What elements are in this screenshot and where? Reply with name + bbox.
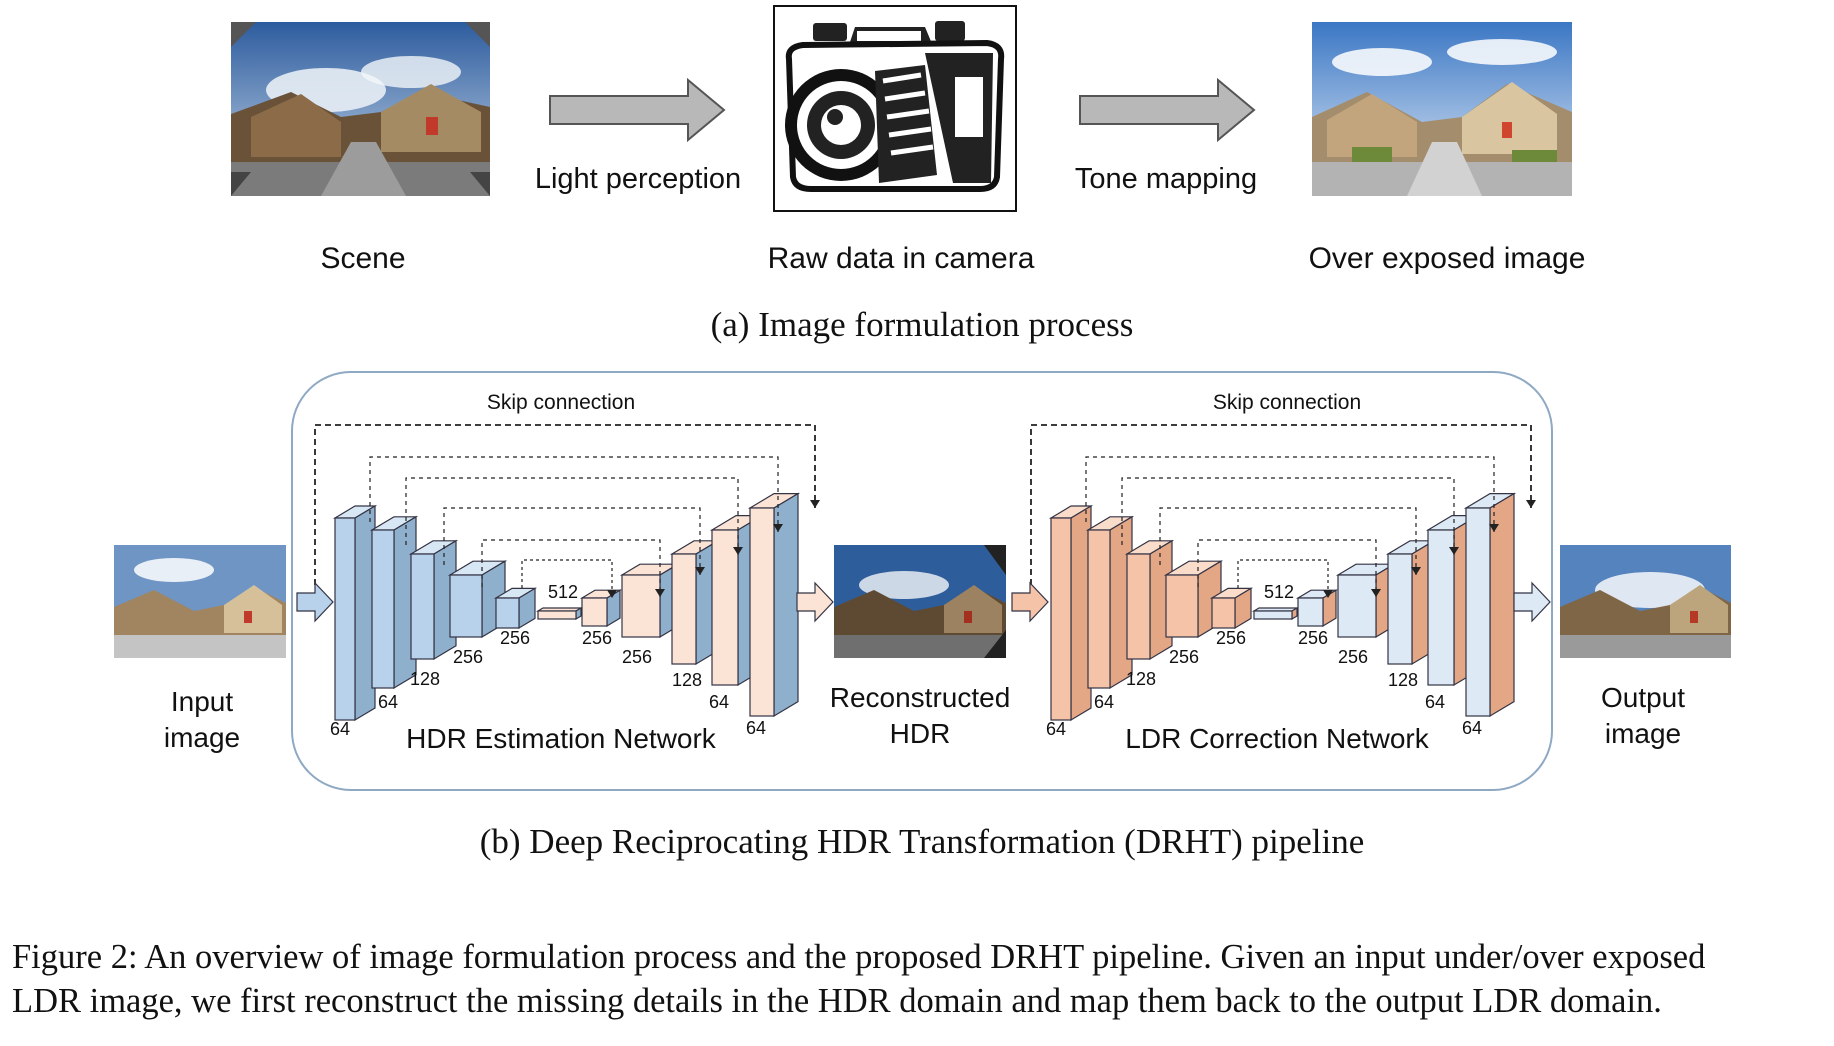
figure-caption: Figure 2: An overview of image formulati… xyxy=(12,938,1706,1020)
scene-label: Scene xyxy=(320,242,406,275)
over-exposed-label: Over exposed image xyxy=(1308,242,1586,275)
caption-a: (a) Image formulation process xyxy=(710,305,1134,344)
reconstructed-hdr-photo xyxy=(834,545,1006,658)
over-exposed-photo xyxy=(1312,22,1572,196)
output-image-photo xyxy=(1560,545,1731,658)
camera-box xyxy=(773,5,1017,212)
tone-mapping-label: Tone mapping xyxy=(1074,163,1258,195)
light-perception-label: Light perception xyxy=(534,163,742,195)
tone-arrow xyxy=(1079,78,1256,142)
ldr-network-name: LDR Correction Network xyxy=(1125,723,1429,754)
scene-photo xyxy=(231,22,490,196)
camera-label: Raw data in camera xyxy=(767,242,1035,275)
input-image-photo xyxy=(114,545,286,658)
hdr-network-name: HDR Estimation Network xyxy=(406,723,716,754)
skip-connection-label-2: Skip connection xyxy=(1212,391,1362,414)
camera-icon xyxy=(785,21,1005,192)
caption-b: (b) Deep Reciprocating HDR Transformatio… xyxy=(479,822,1365,861)
light-arrow xyxy=(549,78,726,142)
skip-connection-label-1: Skip connection xyxy=(486,391,636,414)
pipeline-frame xyxy=(291,371,1553,791)
